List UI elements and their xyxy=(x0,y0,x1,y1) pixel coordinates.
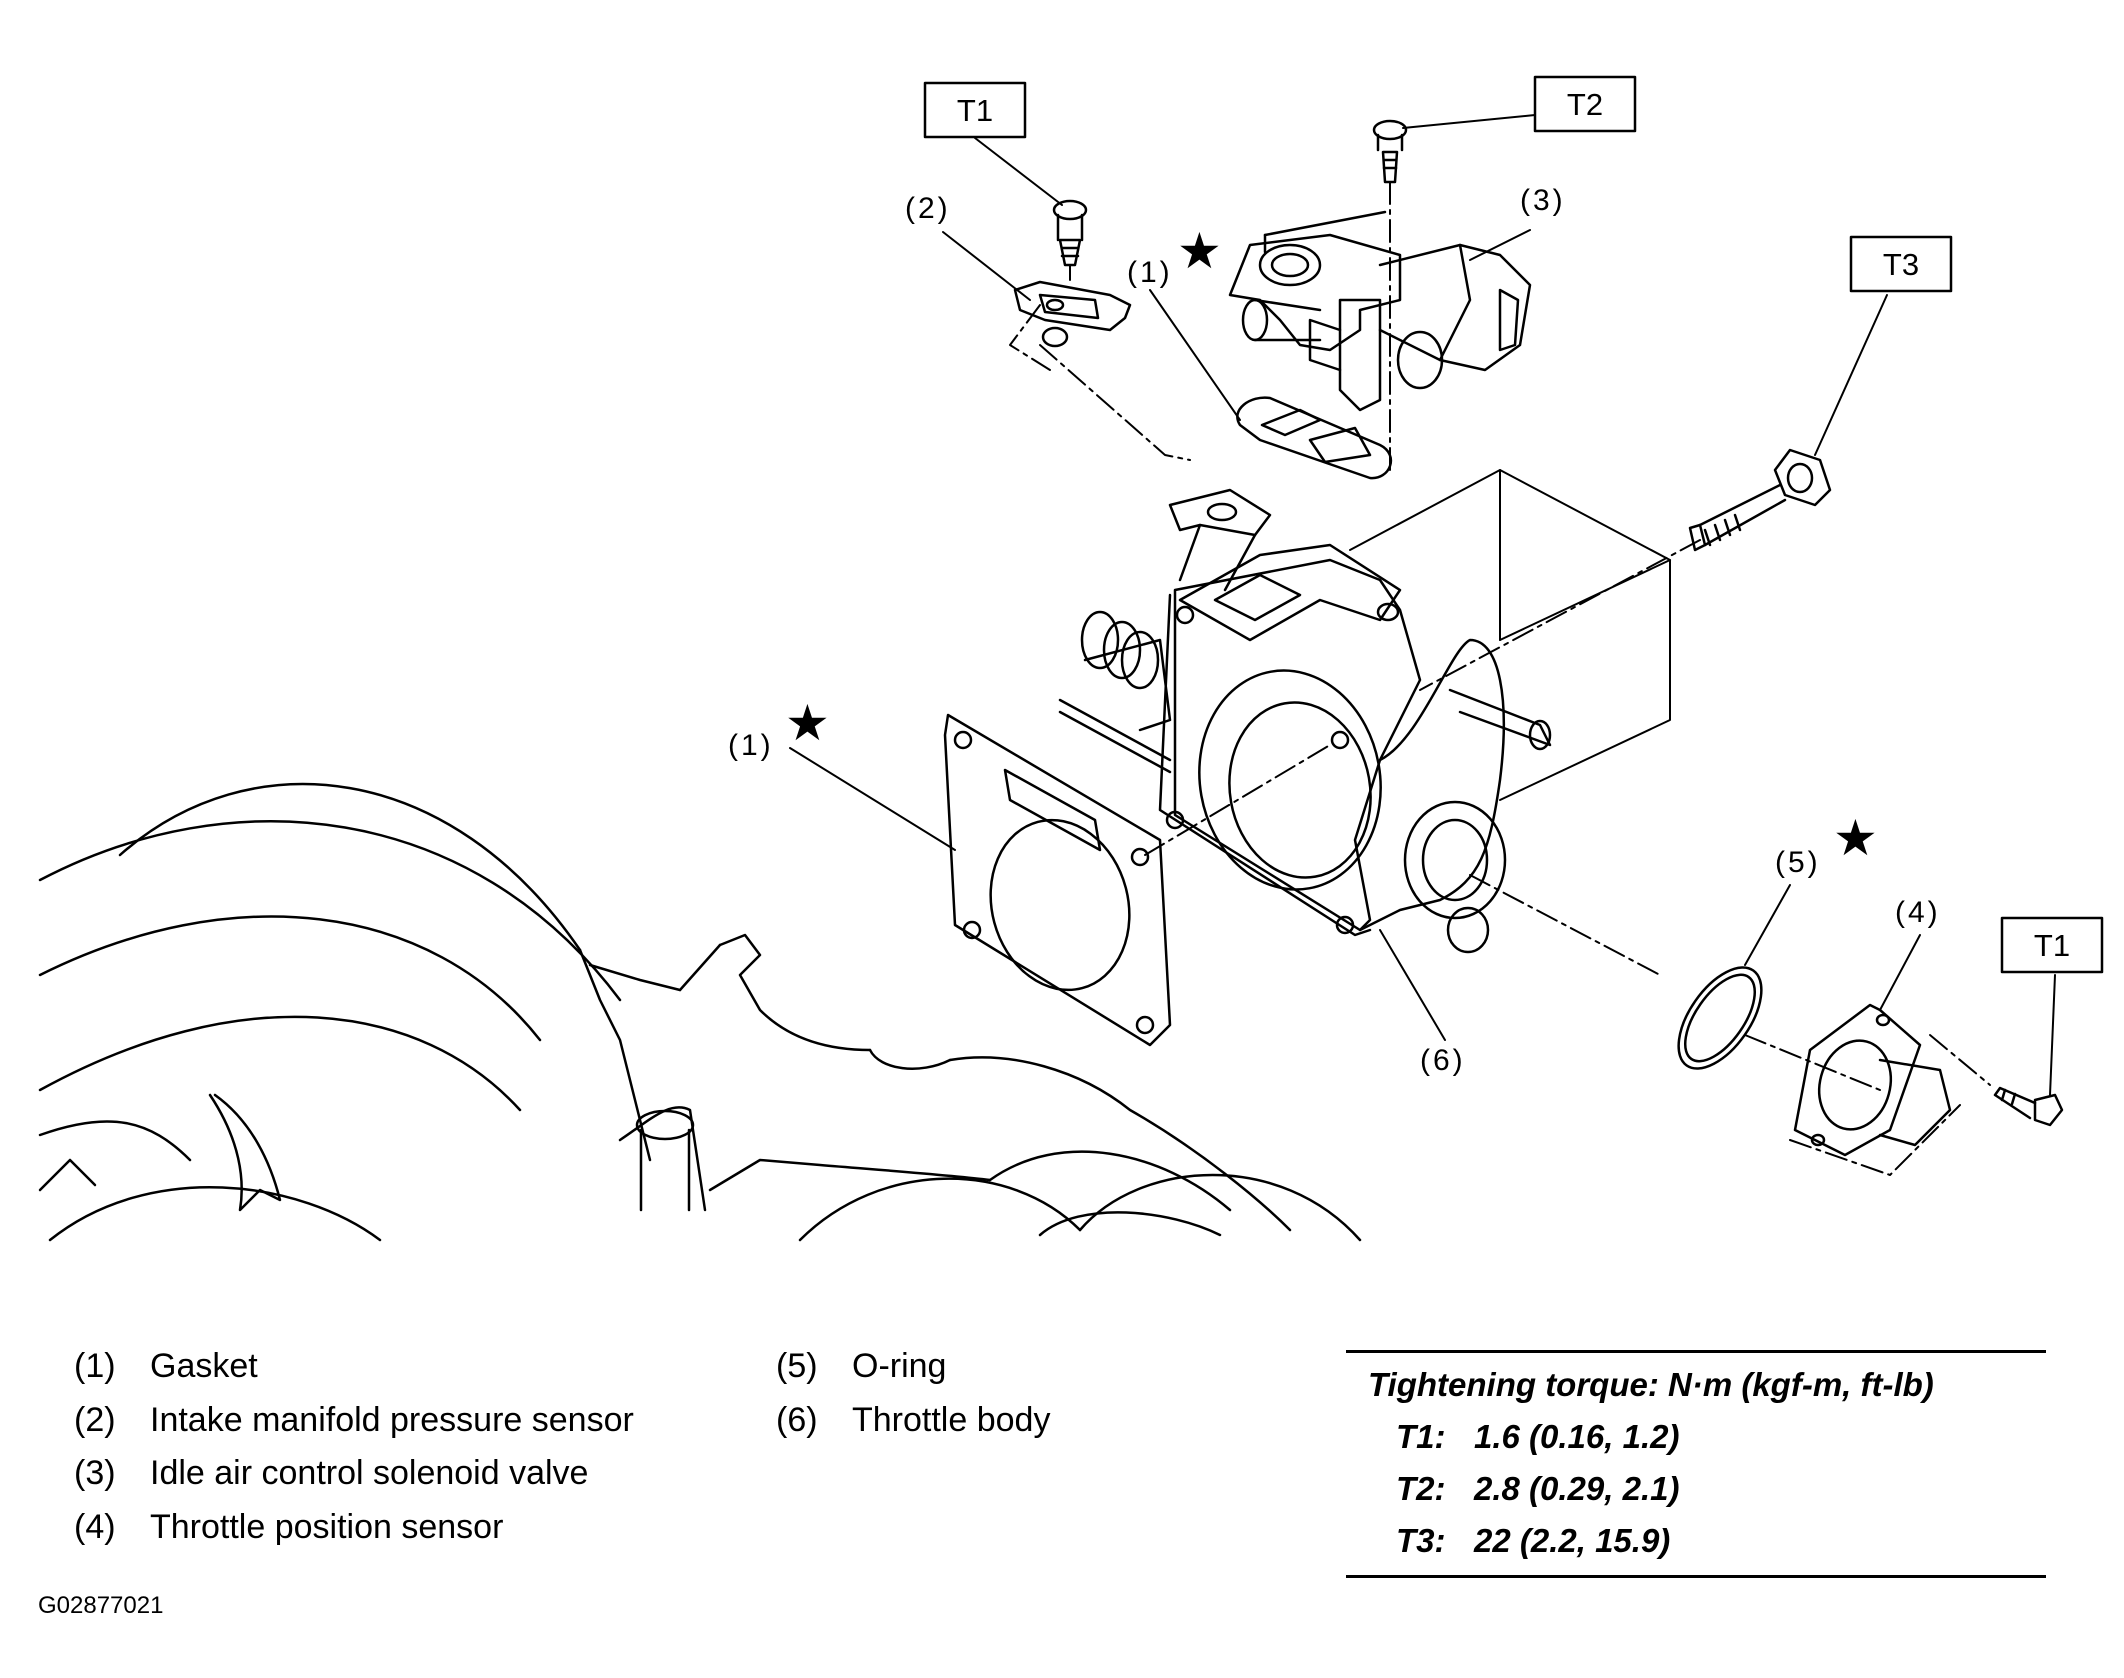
intake-manifold xyxy=(38,782,1362,1242)
legend-item: (1) Gasket xyxy=(72,1340,634,1394)
torque-value: 2.8 (0.29, 2.1) xyxy=(1474,1470,1680,1507)
torque-key: T1: xyxy=(1396,1418,1446,1455)
torque-key: T3: xyxy=(1396,1522,1446,1559)
torque-key: T2: xyxy=(1396,1470,1446,1507)
torque-value: 22 (2.2, 15.9) xyxy=(1474,1522,1671,1559)
legend-item: (3) Idle air control solenoid valve xyxy=(72,1447,634,1501)
callout-2: (2) xyxy=(905,192,951,225)
phantom-outline xyxy=(1349,469,1671,801)
parts-legend-right: (5) O-ring (6) Throttle body xyxy=(774,1340,1050,1447)
figure-code: G02877021 xyxy=(38,1592,164,1619)
screw-t2-valve xyxy=(1372,119,1408,184)
callout-6: (6) xyxy=(1420,1044,1466,1077)
svg-text:T3: T3 xyxy=(1883,247,1919,282)
legend-number: (3) xyxy=(74,1454,116,1492)
intake-manifold-pressure-sensor xyxy=(1013,280,1132,348)
assembly-lines xyxy=(1009,181,1991,1176)
legend-number: (6) xyxy=(776,1400,818,1439)
gasket-idle-air-valve xyxy=(1236,396,1392,480)
legend-number: (5) xyxy=(776,1347,818,1385)
star-marker-gasket-left: ★ xyxy=(785,695,830,751)
torque-row: T1: 1.6 (0.16, 1.2) xyxy=(1346,1411,2046,1463)
legend-part-name: O-ring xyxy=(852,1347,947,1385)
svg-text:T1: T1 xyxy=(2034,928,2070,963)
o-ring xyxy=(1677,966,1763,1070)
legend-number: (4) xyxy=(74,1507,116,1546)
torque-tag-t3: T3 xyxy=(1849,235,1953,293)
legend-item: (2) Intake manifold pressure sensor xyxy=(72,1394,634,1448)
legend-item: (5) O-ring xyxy=(774,1340,1050,1394)
legend-number: (2) xyxy=(74,1400,116,1439)
legend-part-name: Throttle position sensor xyxy=(150,1507,504,1546)
torque-tag-t1-top: T1 xyxy=(923,81,1027,139)
torque-table-title: Tightening torque: N·m (kgf-m, ft-lb) xyxy=(1368,1366,1934,1403)
bolt-t3-throttle-body xyxy=(1688,448,1832,552)
throttle-body xyxy=(1058,488,1552,954)
svg-text:T2: T2 xyxy=(1567,87,1603,122)
torque-tag-t2: T2 xyxy=(1533,75,1637,133)
leader-lines xyxy=(789,114,2056,1096)
svg-text:T1: T1 xyxy=(957,93,993,128)
legend-item: (6) Throttle body xyxy=(774,1394,1050,1448)
parts-legend-left: (1) Gasket (2) Intake manifold pressure … xyxy=(72,1340,634,1554)
idle-air-control-valve xyxy=(1228,210,1532,412)
legend-number: (1) xyxy=(74,1347,116,1385)
callout-5: (5) xyxy=(1775,846,1821,879)
legend-item: (4) Throttle position sensor xyxy=(72,1501,634,1555)
gasket-throttle-body xyxy=(943,713,1172,1047)
tightening-torque-table: Tightening torque: N·m (kgf-m, ft-lb) T1… xyxy=(1346,1350,2046,1578)
torque-row: T3: 22 (2.2, 15.9) xyxy=(1346,1515,2046,1567)
callout-4: (4) xyxy=(1895,896,1941,929)
callout-1-top: (1) xyxy=(1127,256,1173,289)
legend-part-name: Idle air control solenoid valve xyxy=(150,1454,589,1492)
torque-row: T2: 2.8 (0.29, 2.1) xyxy=(1346,1463,2046,1515)
star-marker-gasket-top: ★ xyxy=(1177,223,1222,279)
legend-part-name: Gasket xyxy=(150,1347,258,1385)
exploded-parts-diagram: T1 T2 T3 T1 (2) (1) (3) (1) (5) (4) (6) … xyxy=(38,75,2104,1242)
star-marker-o-ring: ★ xyxy=(1833,810,1878,866)
screw-t1-position-sensor xyxy=(1993,1086,2064,1127)
callout-3: (3) xyxy=(1520,184,1566,217)
throttle-position-sensor xyxy=(1793,1003,1952,1157)
torque-tag-t1-right: T1 xyxy=(2000,916,2104,974)
legend-part-name: Throttle body xyxy=(852,1400,1051,1439)
torque-value: 1.6 (0.16, 1.2) xyxy=(1474,1418,1680,1455)
legend-part-name: Intake manifold pressure sensor xyxy=(150,1400,634,1439)
callout-1-left: (1) xyxy=(728,729,774,762)
screw-t1-sensor xyxy=(1052,199,1088,267)
